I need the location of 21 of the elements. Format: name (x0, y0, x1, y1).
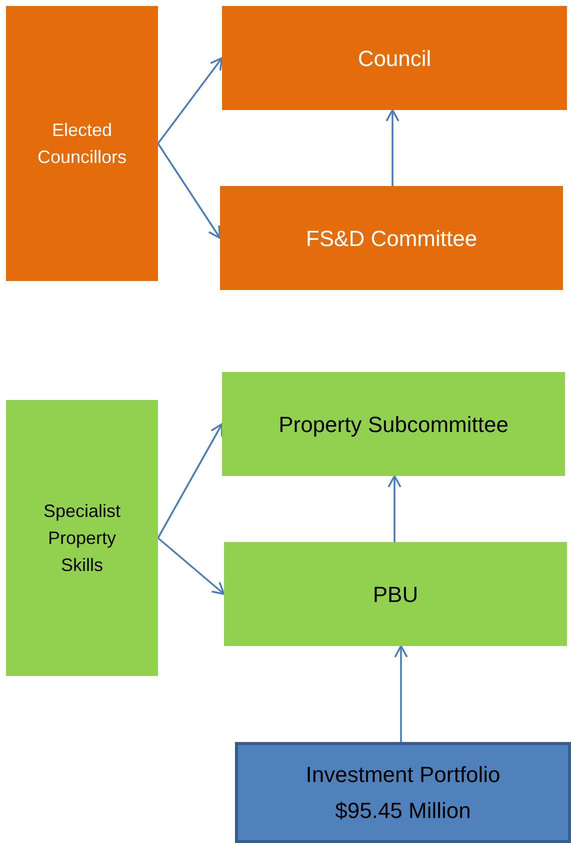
process-box (220, 186, 563, 290)
box-label: Specialist Property Skills (42, 500, 122, 576)
arrow (157, 57, 223, 144)
box-label: Investment Portfolio $95.45 Million (304, 761, 502, 824)
box-label: Elected Councillors (36, 118, 128, 168)
process-box (6, 400, 158, 676)
arrow (394, 645, 408, 742)
process-box (235, 742, 571, 843)
box-label: PBU (372, 580, 420, 608)
box-label: Council (356, 44, 432, 72)
arrow (157, 423, 223, 538)
arrow (157, 143, 221, 239)
process-box (222, 6, 567, 110)
arrow (388, 475, 402, 542)
arrow (386, 109, 400, 186)
box-label: FS&D Committee (304, 224, 478, 252)
process-box (224, 542, 567, 646)
process-box (222, 372, 565, 476)
arrow (157, 537, 225, 595)
box-label: Property Subcommittee (278, 410, 510, 439)
process-box (6, 6, 158, 281)
